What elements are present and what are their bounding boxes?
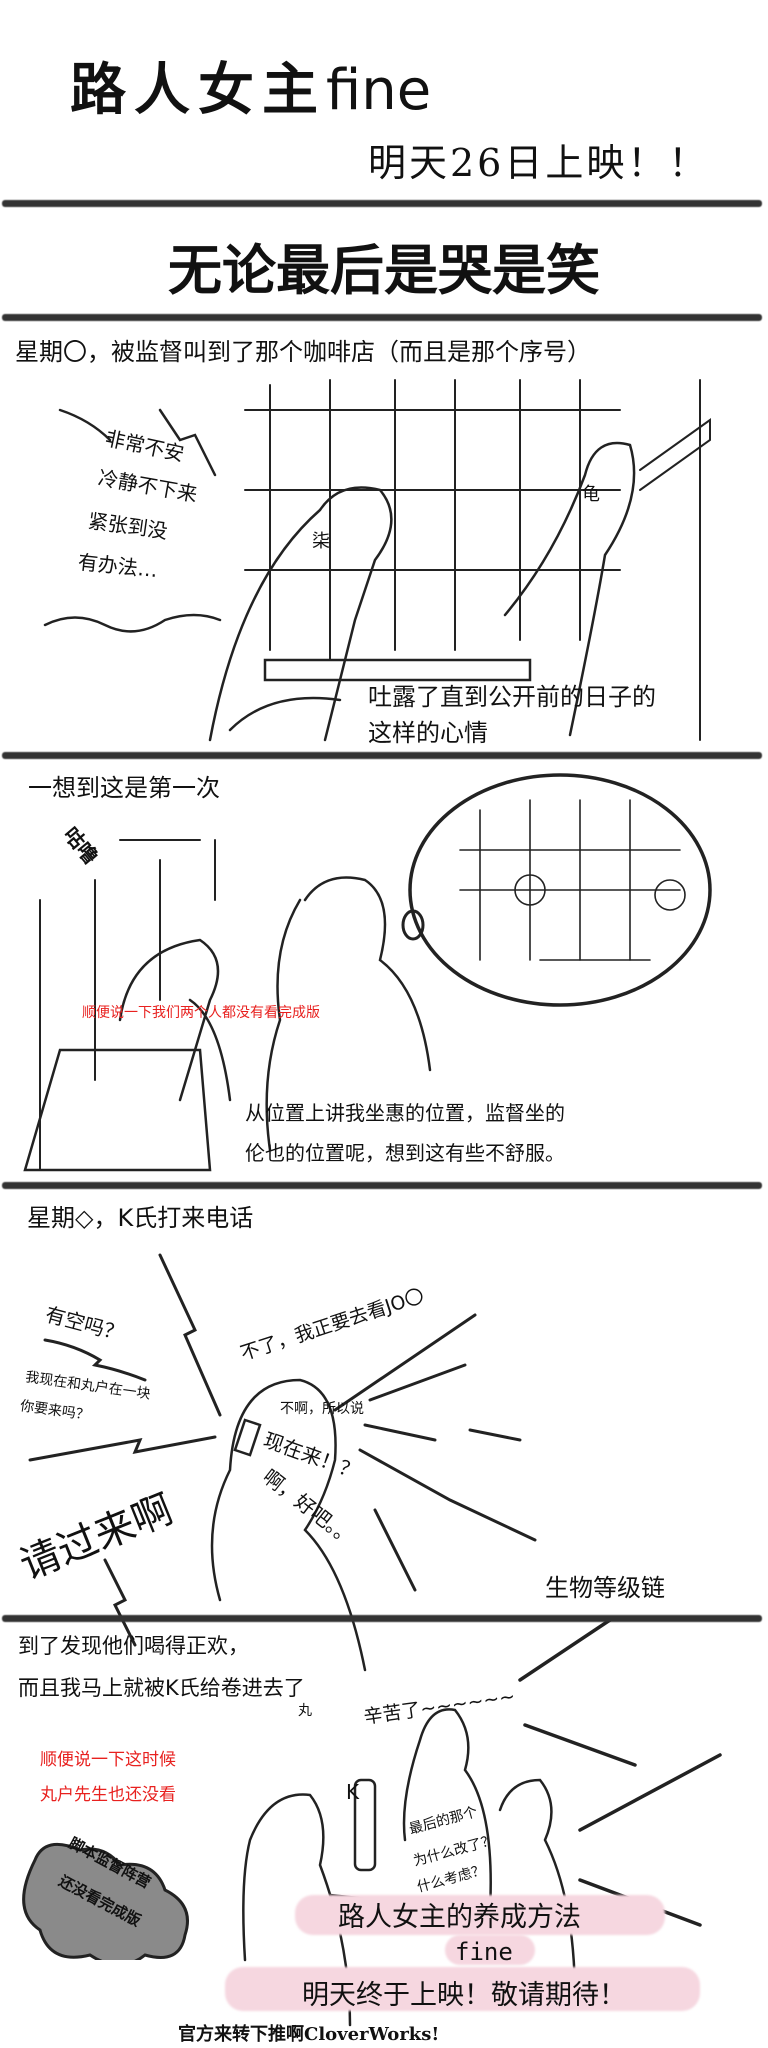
- promo-band-1: [295, 1895, 665, 1935]
- figure-back-right-panel2: [265, 876, 432, 1152]
- title-suffix: fine: [326, 58, 432, 123]
- credit-line: 官方来转下推啊CloverWorks!: [178, 2024, 440, 2045]
- panel2-caption: 一想到这是第一次: [28, 774, 220, 802]
- promo-title: 路人女主的养成方法: [338, 1902, 581, 1933]
- panel2-red-note: 顺便说一下我们两个人都没有看完成版: [82, 1005, 320, 1021]
- panel1-narration-1: 吐露了直到公开前的日子的: [368, 683, 656, 711]
- series-title: 路人女主fine: [70, 45, 431, 126]
- divider-4: [2, 1615, 762, 1622]
- panel4-caption-1: 到了发现他们喝得正欢，: [18, 1634, 249, 1658]
- thought-zigzag-panel1: [43, 408, 222, 633]
- promo-release: 明天终于上映！敬请期待！: [302, 1980, 626, 2011]
- thought-bubble-dot: [401, 909, 425, 941]
- release-note: 明天26日上映！！: [368, 141, 710, 185]
- promo-band-2: [445, 1935, 535, 1965]
- head-label-k: K: [346, 1780, 360, 1804]
- divider-2: [2, 752, 762, 759]
- speed-lines-panel3: [28, 1253, 537, 1647]
- head-label-maru: 丸: [298, 1703, 312, 1719]
- panel3-caption: 星期◇，K氏打来电话: [27, 1204, 254, 1232]
- panel1-caption: 星期〇，被监督叫到了那个咖啡店（而且是那个序号）: [15, 338, 591, 366]
- cafe-window-panel2: [39, 839, 216, 1171]
- table-panel1: [263, 658, 532, 682]
- divider-1: [2, 314, 762, 321]
- head-label-left: 柒: [312, 531, 330, 552]
- title-text: 路人女主: [70, 57, 326, 123]
- panel4-red-note-2: 丸户先生也还没看: [40, 1785, 176, 1805]
- table-panel2: [23, 1048, 212, 1172]
- thought-scene-panel2: [459, 799, 686, 961]
- promo-band-3: [225, 1967, 700, 2011]
- headline: 无论最后是哭是笑: [168, 239, 600, 302]
- thought-bubble-panel2: [408, 773, 712, 1007]
- panel2-narration-1: 从位置上讲我坐惠的位置，监督坐的: [245, 1101, 565, 1125]
- figure-right-panel1: [503, 441, 636, 737]
- divider-3: [2, 1182, 762, 1189]
- gray-cloud-badge: 脚本监督阵营 还没看完成版: [15, 1830, 200, 1960]
- panel1-narration-2: 这样的心情: [368, 719, 488, 747]
- cloud-shape: [22, 1842, 189, 1960]
- panel2-narration-2: 伦也的位置呢，想到这有些不舒服。: [245, 1141, 565, 1165]
- promo-sub: fine: [455, 1938, 513, 1966]
- divider-top: [2, 200, 762, 207]
- cafe-window-panel1: [244, 379, 711, 741]
- figure-on-phone-panel3: [210, 1378, 367, 1672]
- head-label-right: 龟: [582, 484, 600, 505]
- panel4-caption-2: 而且我马上就被K氏给卷进去了: [18, 1676, 305, 1700]
- panel4-red-note-1: 顺便说一下这时候: [40, 1750, 176, 1770]
- panel3-footer: 生物等级链: [545, 1574, 665, 1602]
- figure-left-panel1: [208, 486, 393, 742]
- figure-back-left-panel2: [118, 938, 232, 1102]
- reply-no-so: 不啊，所以说: [280, 1401, 364, 1417]
